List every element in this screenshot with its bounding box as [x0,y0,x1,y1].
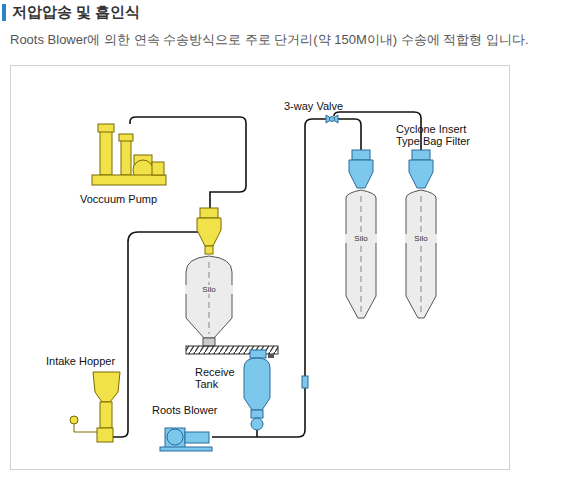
silo: Silo [185,262,233,322]
silo: Silo [345,198,377,294]
silo-label: Silo [345,234,377,243]
equipment-label: Voccuum Pump [80,193,157,205]
equipment-label: Receive Tank [195,366,241,390]
silo: Silo [405,198,437,294]
caption: Roots Blower에 의한 연속 수송방식으로 주로 단거리(약 150M… [10,31,529,49]
equipment-label: 3-way Valve [284,100,343,112]
silo-label: Silo [405,234,437,243]
equipment-label: Intake Hopper [46,355,115,367]
equipment-label: Roots Blower [152,404,217,416]
equipment-label: Cyclone Insert Type Bag Filter [396,123,488,147]
heading: 저압압송 및 흡인식 [12,3,140,22]
silo-label: Silo [185,285,233,294]
